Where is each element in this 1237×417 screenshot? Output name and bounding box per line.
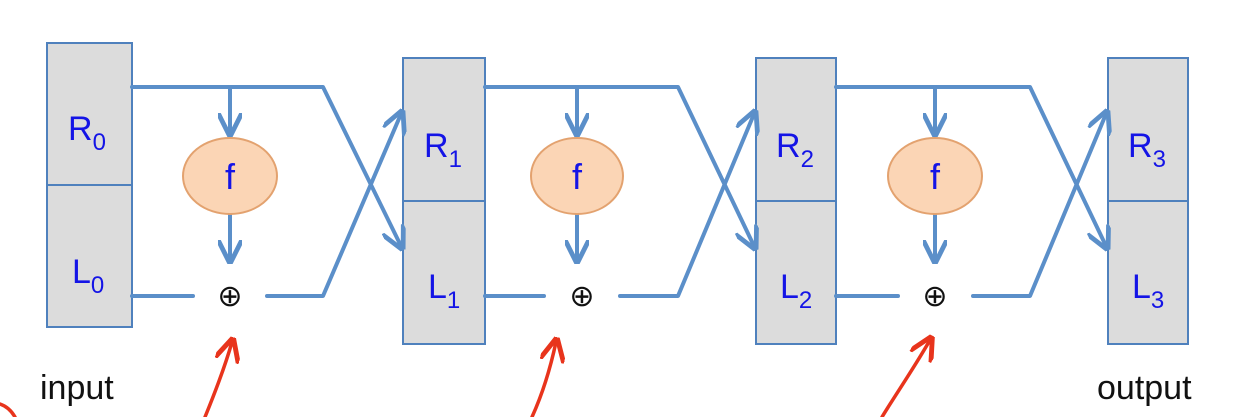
annotation-mark-left	[0, 402, 17, 417]
round-1-wiring	[130, 85, 401, 298]
l3-label: L3	[1132, 268, 1164, 314]
l0-label: L0	[72, 253, 104, 299]
stage-2-register	[755, 57, 837, 345]
stage-1-register	[402, 57, 486, 345]
round-2-f-node: f	[530, 137, 624, 215]
stage-0-register	[46, 42, 133, 328]
annotation-arrow-3	[880, 340, 930, 417]
r0-label: R0	[68, 110, 106, 156]
input-label: input	[40, 369, 114, 407]
f-label: f	[572, 156, 583, 197]
annotation-arrow-1	[203, 342, 232, 417]
r3-label: R3	[1128, 127, 1166, 173]
annotation-arrow-2	[530, 342, 556, 417]
stage-3-register	[1107, 57, 1189, 345]
round-1-xor-symbol: ⊕	[217, 280, 242, 313]
round-3-f-node: f	[887, 137, 983, 215]
r2-label: R2	[776, 127, 814, 173]
round-3-wiring	[834, 85, 1106, 298]
l2-label: L2	[780, 268, 812, 314]
f-label: f	[225, 156, 236, 197]
round-1-f-node: f	[182, 137, 278, 215]
round-2-xor-symbol: ⊕	[569, 280, 594, 313]
round-3-xor-symbol: ⊕	[922, 280, 947, 313]
round-2-wiring	[483, 85, 754, 298]
f-label: f	[930, 156, 941, 197]
r1-label: R1	[424, 127, 462, 173]
output-label: output	[1097, 369, 1192, 407]
l1-label: L1	[428, 268, 460, 314]
red-annotation-arrows	[0, 340, 930, 417]
